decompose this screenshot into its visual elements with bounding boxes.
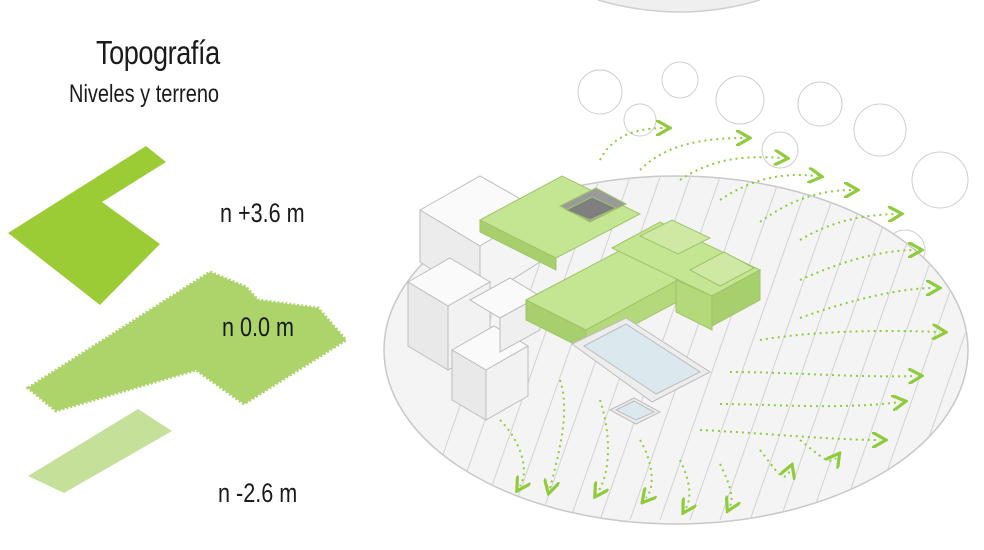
legend-subtitle: Niveles y terreno: [69, 80, 220, 108]
level-label-upper: n +3.6 m: [220, 198, 305, 228]
level-swatch-lower: [28, 409, 172, 493]
tree-canopy-group: [577, 61, 969, 271]
top-disc-edge: [597, 0, 761, 13]
swimming-pool: [571, 317, 711, 425]
level-label-middle: n 0.0 m: [222, 312, 295, 342]
legend-title: Topografía: [96, 34, 220, 71]
green-building: [478, 175, 762, 351]
level-swatch-middle: [25, 270, 349, 413]
flow-arrows: [499, 128, 940, 508]
level-label-lower: n -2.6 m: [218, 478, 298, 508]
level-swatch-upper: [8, 146, 166, 305]
